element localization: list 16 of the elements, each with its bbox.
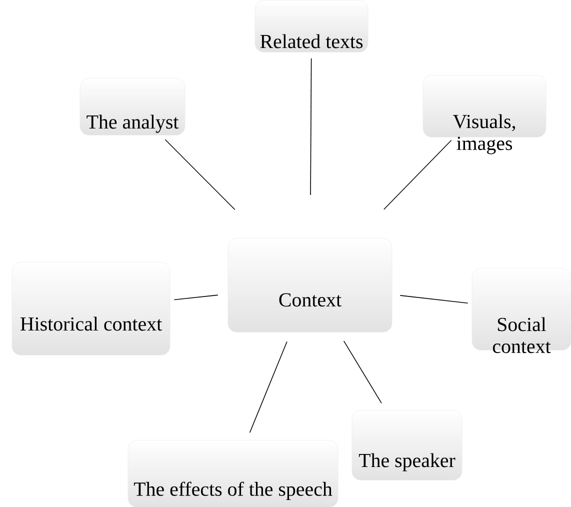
text-box: Social context (472, 268, 571, 354)
connector-line (400, 295, 468, 304)
connector-line (384, 140, 452, 210)
text-box: Related texts (254, 0, 368, 52)
connector-line (174, 294, 218, 300)
connector-line (310, 58, 312, 196)
text-box: Visuals, images (422, 75, 546, 154)
connector-line (343, 340, 382, 404)
text-box: The speaker (352, 410, 462, 480)
node-label: images (456, 136, 512, 154)
text-box: Context (228, 238, 392, 332)
connector-line (249, 341, 288, 433)
text-box: The analyst (80, 78, 186, 136)
text-box: The effects of the speech (128, 440, 338, 507)
connector-line (164, 139, 236, 210)
text-box: Historical context (12, 262, 170, 356)
